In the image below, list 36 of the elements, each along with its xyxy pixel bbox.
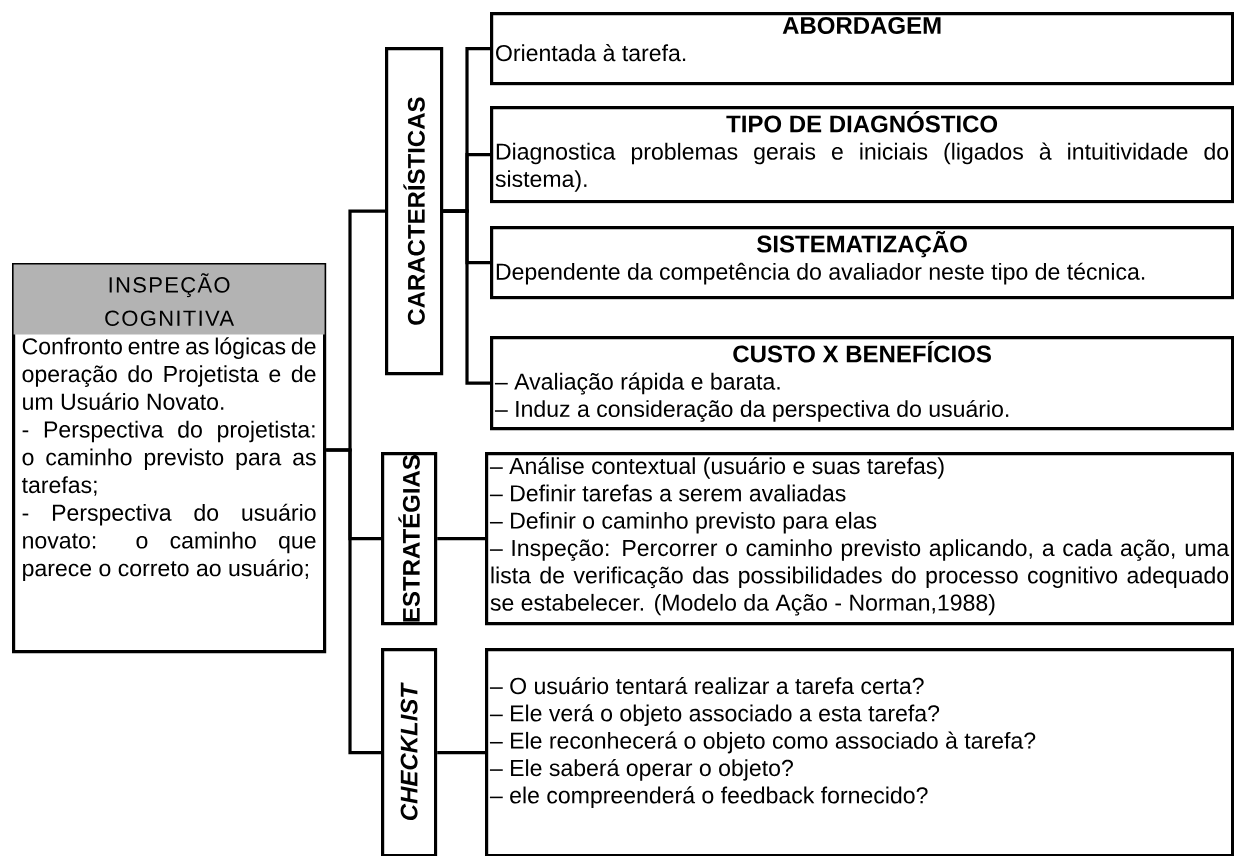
body-text: - Perspectiva do usuário novato: o caminho que parece o correto ao usuário; <box>22 503 316 581</box>
category-box: CARACTERÍSTICAS <box>385 47 444 376</box>
body-text: Confronto entre as lógicas de operação do Projetista e de um Usuário Novato. <box>22 337 316 410</box>
list-item: – O usuário tentará realizar a tarefa certa? <box>489 676 924 695</box>
text-box <box>490 226 1234 300</box>
list-item: – Ele saberá operar o objeto? <box>489 758 793 781</box>
text-box <box>485 452 1234 626</box>
connector-line <box>437 537 485 541</box>
box-heading: SISTEMATIZAÇÃO <box>757 230 967 258</box>
list-item: – Análise contextual (usuário e suas tarefas) <box>489 456 944 479</box>
concept-box <box>12 263 327 654</box>
box-text: Orientada à tarefa. <box>496 44 686 62</box>
text-box <box>490 336 1234 431</box>
connector-line <box>326 448 381 755</box>
list-item: – Inspeção: Percorrer o caminho previsto aplicando, a cada ação, uma lista de verificação das possibilidades do processo cognitivo adequado se estabelecer. (Modelo da Ação - Norman,1988) <box>489 539 1230 616</box>
list-item: – ele compreenderá o feedback fornecido? <box>489 786 928 809</box>
category-box: ESTRATÉGIAS <box>381 452 438 626</box>
text-box <box>485 648 1234 856</box>
connector-line <box>443 209 490 385</box>
box-heading: CUSTO X BENEFÍCIOS <box>733 340 991 363</box>
list-item: – Definir o caminho previsto para elas <box>489 511 877 534</box>
text-box <box>490 106 1234 204</box>
box-text: Dependente da competência do avaliador neste tipo de técnica. <box>496 262 1145 285</box>
body-text: - Perspectiva do projetista: o caminho previsto para as tarefas; <box>21 420 316 496</box>
category-box: CHECKLIST <box>381 648 438 856</box>
connector-line <box>437 751 485 755</box>
list-item: – Ele reconhecerá o objeto como associado à tarefa? <box>489 731 1036 754</box>
header-band: INSPEÇÃO COGNITIVA <box>13 264 325 335</box>
box-text: Diagnostica problemas gerais e iniciais (ligados à intuitividade do sistema). <box>495 142 1229 192</box>
list-item: – Ele verá o objeto associado a esta tarefa? <box>489 704 940 727</box>
box-heading: ABORDAGEM <box>782 16 941 34</box>
text-box <box>490 12 1234 86</box>
list-item: – Avaliação rápida e barata. <box>494 372 780 395</box>
list-item: – Definir tarefas a serem avaliadas <box>489 484 846 502</box>
list-item: – Induz a consideração da perspectiva do usuário. <box>494 399 1009 422</box>
box-heading: TIPO DE DIAGNÓSTICO <box>726 110 998 133</box>
